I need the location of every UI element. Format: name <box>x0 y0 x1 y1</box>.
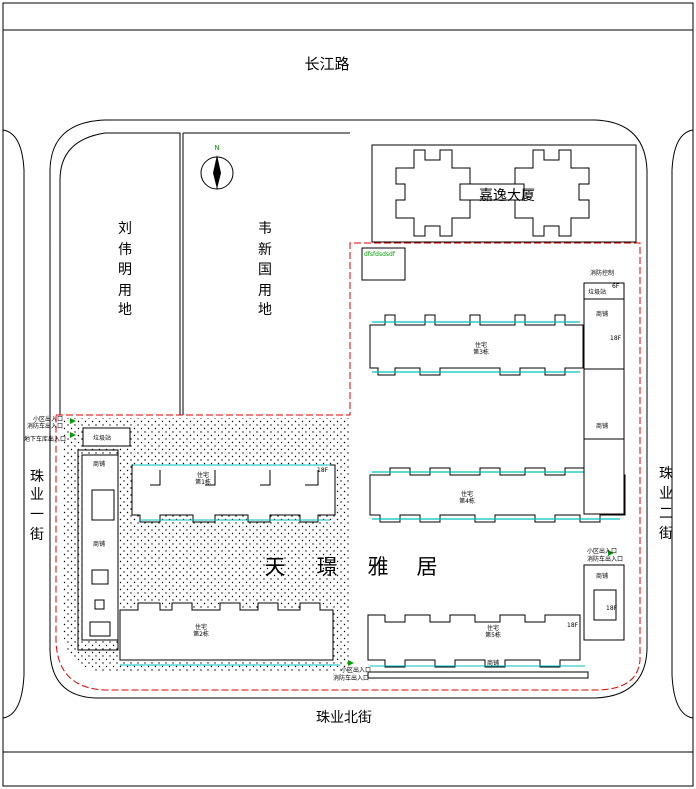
entrance-east-label-b: 消防车出入口 <box>587 555 623 563</box>
road-lines <box>2 29 694 753</box>
building-2-label-a: 住宅 <box>195 623 207 631</box>
plot-wei-2: 新 <box>258 242 272 258</box>
building-4-windows <box>372 471 620 520</box>
floors-label-5: 18F <box>567 622 579 629</box>
road-label-south: 珠业北街 <box>316 710 372 726</box>
shops-label-4: 商铺 <box>93 540 105 548</box>
building-5 <box>367 614 589 679</box>
entrance-west-label-a: 小区出入口 <box>33 415 63 423</box>
project-name-1: 天 <box>265 555 286 579</box>
plate-building <box>361 247 406 281</box>
plot-liu-4: 用 <box>118 283 132 299</box>
garbage-west-label: 垃圾站 <box>93 434 111 442</box>
shops-label-2: 商铺 <box>596 422 608 430</box>
building-3-label-a: 住宅 <box>475 341 487 349</box>
building-1-windows <box>133 464 330 521</box>
entrance-east-label-a: 小区出入口 <box>587 547 617 555</box>
road-label-west-3: 一 <box>30 507 44 523</box>
building-1-label-b: 第1栋 <box>195 478 211 486</box>
plot-liu-3: 明 <box>118 262 132 278</box>
road-label-east-3: 二 <box>659 506 673 522</box>
building-4 <box>369 467 626 523</box>
road-label-east-2: 业 <box>659 486 673 502</box>
building-2 <box>119 602 334 661</box>
jiayi-building <box>371 144 637 243</box>
entrance-west-label-b: 消防车出入口 <box>27 422 63 430</box>
building-1 <box>131 464 336 523</box>
road-label-east-4: 街 <box>659 526 673 542</box>
building-east-column <box>583 282 625 641</box>
building-5-label-a: 住宅 <box>487 624 499 632</box>
site-boundary <box>55 242 641 691</box>
plot-wei-4: 用 <box>258 283 272 299</box>
project-name-4: 居 <box>417 555 438 579</box>
floors-label-3: 18F <box>606 605 618 612</box>
floors-label-4: 18F <box>317 467 329 474</box>
road-label-west-1: 珠 <box>30 469 44 485</box>
road-label-east-1: 珠 <box>659 466 673 482</box>
floors-label-1: 6F <box>612 283 620 290</box>
building-4-label-a: 住宅 <box>461 490 473 498</box>
project-name-2: 璟 <box>317 555 338 579</box>
garage-west-label: 地下车库出入口 <box>24 435 66 443</box>
entrance-markers <box>70 418 614 666</box>
plate-label: dfsfdsdsdf <box>364 251 396 258</box>
building-2-label-b: 第2栋 <box>193 630 209 638</box>
building-west-column <box>77 427 131 651</box>
entrance-south-label-b: 消防车出入口 <box>333 674 369 682</box>
plot-wei-1: 韦 <box>258 221 272 237</box>
plot-wei-3: 国 <box>258 262 272 278</box>
shops-label-1: 商铺 <box>596 310 608 318</box>
road-label-west-2: 业 <box>30 487 44 503</box>
building-1-label-a: 住宅 <box>197 471 209 479</box>
garbage-east-label: 垃圾站 <box>588 288 606 296</box>
shops-label-3: 商铺 <box>596 572 608 580</box>
road-label-west-4: 街 <box>30 527 44 543</box>
plot-liu-5: 地 <box>118 302 132 318</box>
plot-liu-1: 刘 <box>118 221 132 237</box>
compass-north-label: N <box>214 144 219 152</box>
plot-liu-2: 伟 <box>118 242 132 258</box>
shops-label-5: 商铺 <box>93 460 105 468</box>
project-name-3: 雅 <box>368 555 389 579</box>
building-4-label-b: 第4栋 <box>459 497 475 505</box>
floors-label-2: 18F <box>610 335 622 342</box>
road-label-north: 长江路 <box>304 55 349 73</box>
plot-wei-5: 地 <box>258 302 272 318</box>
building-3-label-b: 第3栋 <box>473 348 489 356</box>
substation-east-label: 消防控制 <box>590 269 614 277</box>
entrance-south-label-a: 小区出入口 <box>341 666 371 674</box>
building-3-windows <box>372 321 580 373</box>
building-5-label-b: 第5栋 <box>485 631 501 639</box>
compass-icon <box>200 155 234 190</box>
plot-jiayi-label: 嘉逸大厦 <box>479 188 535 204</box>
building-3 <box>369 314 584 376</box>
shops-label-6: 商铺 <box>487 659 499 667</box>
